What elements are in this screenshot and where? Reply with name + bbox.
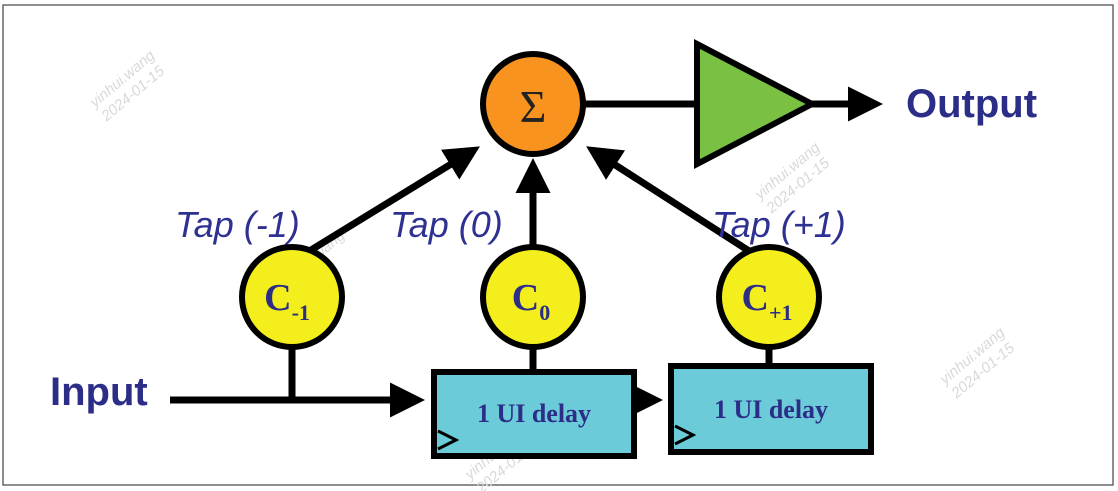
coef-label-plus1: C+1	[742, 277, 793, 325]
tap-plus1-label: Tap (+1)	[712, 204, 846, 245]
coef-node-minus1: C-1	[239, 244, 345, 350]
frame-border	[2, 4, 1114, 486]
input-label: Input	[50, 370, 148, 414]
amplifier-triangle	[694, 39, 819, 169]
tap-minus1-to-sum-arrow	[296, 146, 480, 261]
coef-label-0: C0	[512, 277, 550, 325]
tap-minus1-label: Tap (-1)	[175, 204, 300, 245]
delay-label-2: 1 UI delay	[714, 395, 828, 424]
delay-block-1: 1 UI delay	[431, 369, 637, 459]
tap-plus1-to-sum-arrow	[586, 146, 762, 261]
coef-node-plus1: C+1	[716, 244, 822, 350]
summer-node	[480, 51, 586, 157]
sum-symbol: Σ	[520, 81, 547, 132]
output-label: Output	[906, 82, 1037, 126]
tap-0-label: Tap (0)	[390, 204, 503, 245]
coef-label-minus1: C-1	[264, 277, 310, 325]
delay-label-1: 1 UI delay	[477, 399, 591, 428]
coef-node-0: C0	[480, 244, 586, 350]
delay-block-2: 1 UI delay	[668, 363, 874, 455]
